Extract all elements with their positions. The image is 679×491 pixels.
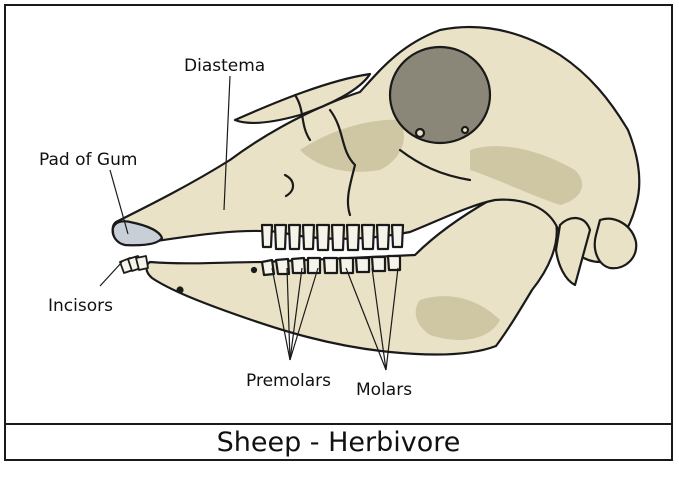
- incisors-pointer: [100, 262, 122, 286]
- eye-socket: [390, 47, 490, 143]
- diagram-caption: Sheep - Herbivore: [4, 425, 673, 461]
- diastema-label: Diastema: [184, 56, 265, 76]
- incisors-label: Incisors: [48, 296, 113, 316]
- pad-of-gum-label: Pad of Gum: [39, 150, 137, 170]
- premolars-label: Premolars: [246, 371, 331, 391]
- molars-label: Molars: [356, 380, 412, 400]
